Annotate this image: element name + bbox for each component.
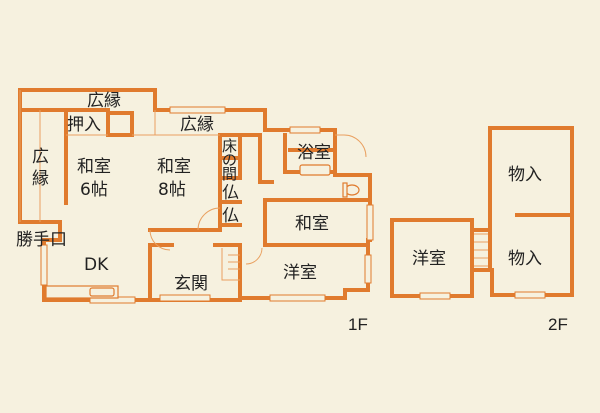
floor-2-plan: 洋室 物入 物入 2F xyxy=(390,126,574,334)
room-hiroen-left-1: 広 xyxy=(32,147,49,167)
room-washitsu8-size: 8帖 xyxy=(158,180,186,200)
room-yoshitsu-2f: 洋室 xyxy=(412,249,446,269)
window-1f-yoshitsu xyxy=(269,294,326,302)
window-1f-washitsu xyxy=(366,204,374,241)
room-genkan: 玄関 xyxy=(174,274,208,294)
room-washitsu-small: 和室 xyxy=(295,214,329,234)
floor-1-partitions xyxy=(18,108,372,300)
floor-1-outer-wall xyxy=(18,88,372,302)
room-monoire-top: 物入 xyxy=(508,165,542,185)
room-hiroen-mid: 広縁 xyxy=(180,115,214,135)
window-1f-bath xyxy=(289,126,321,134)
window-1f-left xyxy=(40,244,48,286)
toilet-tank xyxy=(342,182,348,198)
room-tokonoma-3: 間 xyxy=(222,165,237,183)
room-monoire-bottom: 物入 xyxy=(508,249,542,269)
sink xyxy=(89,287,115,297)
window-1f-top xyxy=(169,106,226,114)
room-oshiire: 押入 xyxy=(67,115,101,135)
floor-1-door-swings xyxy=(149,134,367,265)
floor-2-outer-wall xyxy=(390,126,574,298)
window-1f-genkan xyxy=(159,294,211,302)
window-2f-monoire xyxy=(514,291,546,299)
room-butsuma-2: 仏 xyxy=(222,206,239,226)
window-1f-right xyxy=(364,254,372,284)
room-tokonoma-2: の xyxy=(222,151,237,169)
floor-2-label: 2F xyxy=(548,315,568,334)
window-2f-yoshitsu xyxy=(419,292,451,300)
bathtub xyxy=(299,164,331,176)
room-tokonoma-1: 床 xyxy=(222,137,237,155)
room-hiroen-top: 広縁 xyxy=(87,91,121,111)
room-washitsu8-name: 和室 xyxy=(157,157,191,177)
floor-1-plan: 広縁 押入 広縁 広 縁 和室 6帖 和室 8帖 床 の 間 仏 仏 浴室 和室… xyxy=(16,88,374,334)
room-dk: DK xyxy=(84,255,109,275)
room-hiroen-left-2: 縁 xyxy=(32,169,49,189)
floor-1-thin-lines xyxy=(19,90,240,281)
room-yoshitsu-1f: 洋室 xyxy=(283,263,317,283)
room-yokushitsu: 浴室 xyxy=(297,143,331,163)
floor-2-partitions xyxy=(470,213,574,272)
room-washitsu6-size: 6帖 xyxy=(80,180,108,200)
room-washitsu6-name: 和室 xyxy=(77,157,111,177)
room-butsuma-1: 仏 xyxy=(222,183,239,203)
floor-1-label: 1F xyxy=(348,315,368,334)
floor-2-stairs xyxy=(474,233,488,267)
label-katteguchi: 勝手口 xyxy=(16,230,67,250)
